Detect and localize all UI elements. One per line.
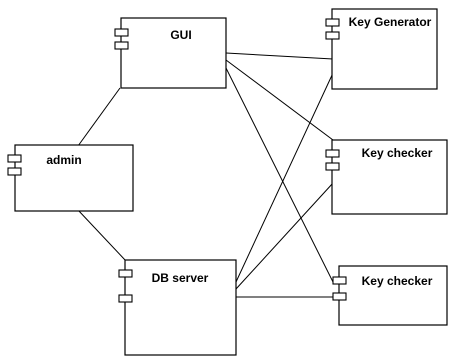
component-box [124, 259, 237, 356]
component-label: admin [46, 153, 81, 167]
component-port-top [332, 276, 347, 285]
component-key-generator[interactable]: Key Generator [325, 8, 438, 90]
connector-gui-keygen [225, 52, 334, 60]
component-label: DB server [152, 271, 209, 285]
connector-gui-admin [77, 87, 121, 147]
component-box [331, 8, 438, 90]
component-box [14, 144, 134, 212]
component-label: Key checker [362, 274, 433, 288]
component-label: GUI [170, 28, 191, 42]
component-port-bottom [114, 41, 129, 50]
component-key-checker-1[interactable]: Key checker [325, 139, 448, 215]
component-db-server[interactable]: DB server [118, 259, 237, 356]
component-key-checker-2[interactable]: Key checker [332, 265, 448, 326]
component-port-top [325, 149, 340, 158]
component-port-bottom [325, 162, 340, 171]
component-admin[interactable]: admin [7, 144, 134, 212]
component-box [331, 139, 448, 215]
component-port-top [114, 28, 129, 37]
component-port-top [118, 269, 133, 278]
component-port-bottom [325, 31, 340, 40]
component-port-top [325, 18, 340, 27]
component-box [120, 17, 227, 89]
component-port-top [7, 154, 22, 163]
connector-admin-dbserver [77, 209, 127, 262]
component-gui[interactable]: GUI [114, 17, 227, 89]
component-port-bottom [118, 294, 133, 303]
component-port-bottom [332, 292, 347, 301]
connector-dbserver-checker1 [235, 182, 334, 290]
connector-gui-checker2 [225, 67, 334, 283]
component-port-bottom [7, 167, 22, 176]
connector-gui-checker1 [225, 59, 334, 141]
component-box [338, 265, 448, 326]
connectors [77, 52, 334, 298]
component-label: Key checker [362, 146, 433, 160]
connector-dbserver-keygen [235, 72, 334, 283]
component-label: Key Generator [349, 15, 432, 29]
